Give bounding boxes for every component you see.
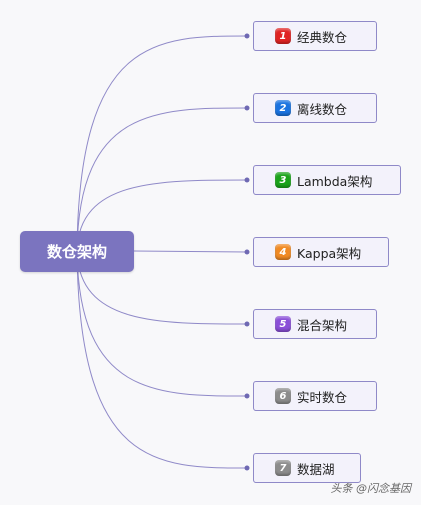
number-badge-icon: 1	[275, 28, 291, 44]
connector-line	[76, 250, 248, 397]
connector-line	[76, 250, 248, 325]
connector-line	[76, 35, 248, 252]
branch-node-2[interactable]: 2 离线数仓	[253, 93, 377, 123]
branch-node-5[interactable]: 5 混合架构	[253, 309, 377, 339]
branch-node-1[interactable]: 1 经典数仓	[253, 21, 377, 51]
connector-dot	[244, 393, 250, 399]
connector-dot	[244, 105, 250, 111]
connector-dot	[244, 249, 250, 255]
branch-node-label: Kappa架构	[297, 245, 362, 261]
branch-node-3[interactable]: 3 Lambda架构	[253, 165, 401, 195]
number-badge-icon: 3	[275, 172, 291, 188]
connector-line	[76, 179, 248, 252]
branch-node-7[interactable]: 7 数据湖	[253, 453, 361, 483]
connector-line	[76, 107, 248, 252]
connector-dot	[244, 33, 250, 39]
branch-node-6[interactable]: 6 实时数仓	[253, 381, 377, 411]
connector-line	[76, 250, 248, 469]
connector-line	[133, 250, 248, 253]
branch-node-label: 离线数仓	[297, 101, 348, 117]
branch-node-label: 实时数仓	[297, 389, 348, 405]
connector-dot	[244, 321, 250, 327]
branch-node-label: 经典数仓	[297, 29, 348, 45]
root-node[interactable]: 数仓架构	[20, 231, 134, 272]
number-badge-icon: 4	[275, 244, 291, 260]
branch-node-4[interactable]: 4 Kappa架构	[253, 237, 389, 267]
branch-node-label: Lambda架构	[297, 173, 373, 189]
number-badge-icon: 5	[275, 316, 291, 332]
number-badge-icon: 2	[275, 100, 291, 116]
connector-dot	[244, 177, 250, 183]
number-badge-icon: 7	[275, 460, 291, 476]
number-badge-icon: 6	[275, 388, 291, 404]
branch-node-label: 数据湖	[297, 461, 335, 477]
branch-node-label: 混合架构	[297, 317, 348, 333]
root-node-label: 数仓架构	[46, 243, 107, 261]
connector-dot	[244, 465, 250, 471]
watermark: 头条 @闪念基因	[330, 482, 412, 495]
